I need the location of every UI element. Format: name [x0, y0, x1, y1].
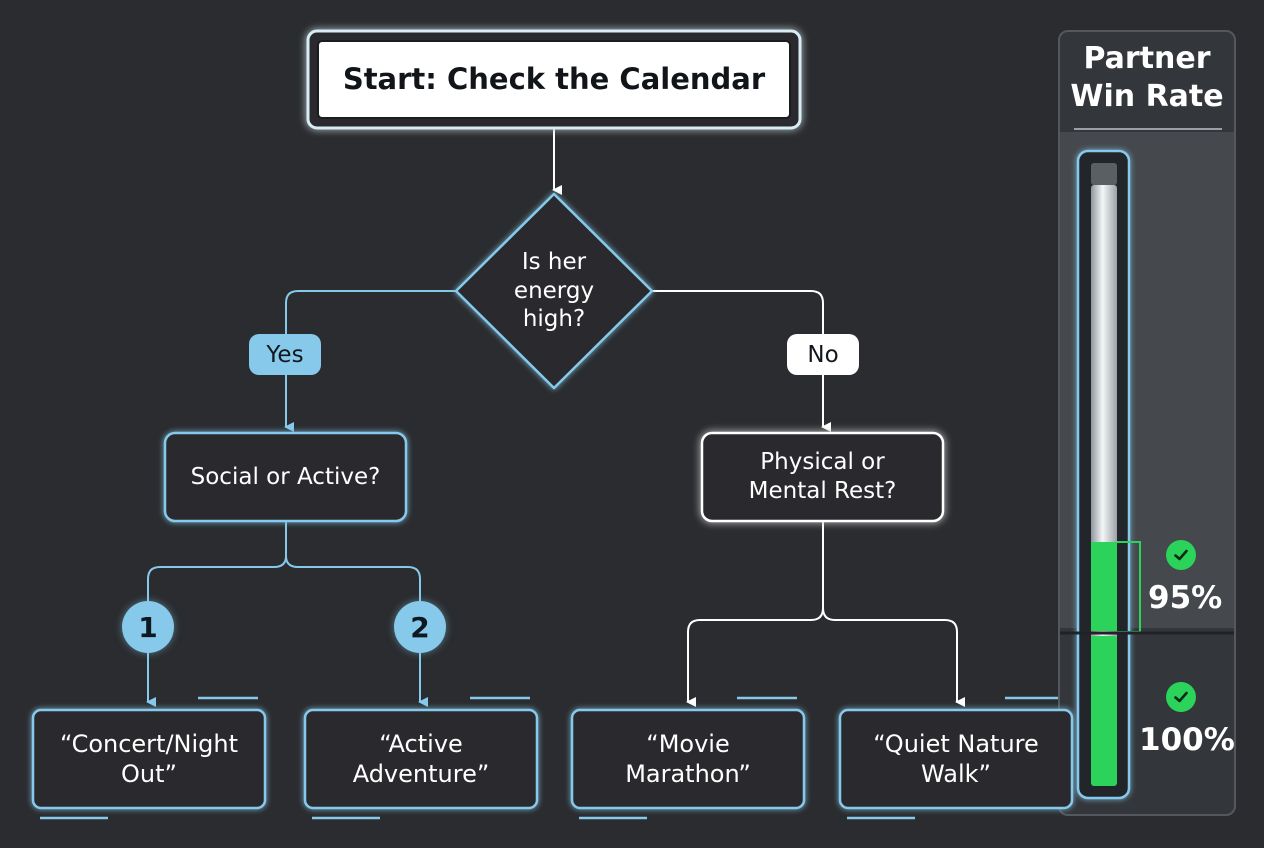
win-rate-gauge	[1060, 149, 1234, 800]
connector-lines	[146, 128, 965, 707]
start-label: Start: Check the Calendar	[342, 62, 766, 97]
connector-rest-split	[686, 521, 824, 707]
win-rate-95-label: 95%	[1148, 580, 1223, 616]
branch-yes-pill: Yes	[249, 334, 321, 375]
start-node	[306, 29, 802, 130]
check-circle-icon	[1166, 540, 1196, 570]
win-rate-100-label: 100%	[1139, 722, 1235, 758]
connector-yes-branch	[284, 290, 456, 432]
outcome-card-concert	[31, 696, 267, 820]
decision-energy-label: Is her energy high?	[513, 248, 595, 333]
connector-social-split	[146, 521, 287, 707]
connector-rest-split-right	[822, 607, 965, 707]
option-badge-2: 2	[394, 601, 446, 653]
connector-no-branch	[652, 290, 831, 432]
outcome-card-adventure	[303, 696, 539, 820]
gauge-fill-upper	[1091, 542, 1117, 631]
decision-diamond	[454, 192, 654, 390]
physical-mental-box	[700, 431, 945, 523]
outcome-nature-label: “Quiet Nature Walk”	[873, 730, 1039, 788]
physical-mental-label: Physical or Mental Rest?	[748, 449, 897, 504]
outcome-card-nature	[838, 696, 1074, 820]
outcome-movie-label: “Movie Marathon”	[625, 730, 751, 788]
outcome-adventure-label: “Active Adventure”	[352, 730, 490, 788]
connector-social-split-right	[285, 555, 428, 707]
win-rate-title: Partner Win Rate	[1070, 41, 1224, 114]
gauge-tube	[1091, 185, 1117, 785]
gauge-fill-lower	[1091, 636, 1117, 786]
outcome-card-movie	[570, 696, 806, 820]
check-circle-icon	[1166, 682, 1196, 712]
gauge-cap	[1091, 163, 1117, 185]
branch-no-pill: No	[787, 334, 859, 375]
win-rate-title-divider	[1074, 128, 1222, 130]
social-active-box	[163, 431, 408, 523]
option-badge-1: 1	[122, 601, 174, 653]
social-active-label: Social or Active?	[190, 463, 381, 490]
outcome-concert-label: “Concert/Night Out”	[59, 730, 239, 788]
